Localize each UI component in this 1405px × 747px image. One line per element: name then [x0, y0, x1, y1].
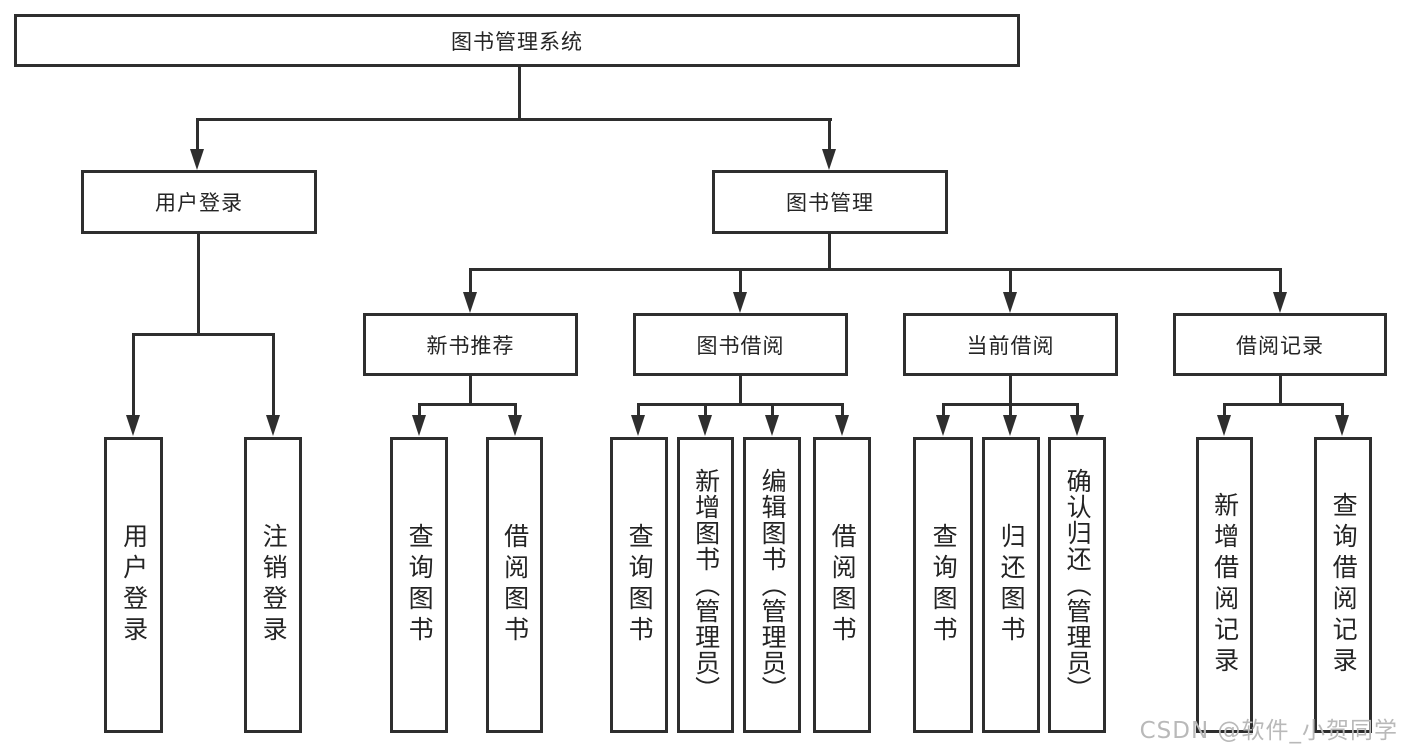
connector-arrow-shaft [771, 403, 774, 417]
arrowhead-down-icon [936, 415, 950, 436]
leaf-query-books-borrowing: 查询图书 [610, 437, 668, 733]
leaf-label: 确认归还（管理员） [1063, 468, 1093, 702]
leaf-add-book-admin: 新增图书（管理员） [677, 437, 734, 733]
arrowhead-down-icon [190, 149, 204, 170]
arrowhead-down-icon [1070, 415, 1084, 436]
connector-group-rail [1223, 403, 1344, 406]
leaf-label: 查询借阅记录 [1329, 492, 1359, 678]
connector-group-rail [637, 403, 844, 406]
connector-group-stem [1009, 376, 1012, 405]
connector-arrow-shaft [196, 118, 199, 152]
arrowhead-down-icon [1335, 415, 1349, 436]
connector-arrow-shaft [704, 403, 707, 417]
connector-arrow-shaft [418, 403, 421, 417]
leaf-label: 注销登录 [259, 523, 289, 647]
node-book-borrowing: 图书借阅 [633, 313, 848, 376]
leaf-label: 借阅图书 [500, 523, 530, 647]
arrowhead-down-icon [1003, 415, 1017, 436]
connector-group-stem [469, 376, 472, 405]
node-new-book-recommendation: 新书推荐 [363, 313, 578, 376]
leaf-borrow-books-recommend: 借阅图书 [486, 437, 543, 733]
connector-user-login-stem [197, 234, 200, 335]
connector-arrow-shaft [1279, 268, 1282, 294]
node-book-management: 图书管理 [712, 170, 948, 234]
arrowhead-down-icon [698, 415, 712, 436]
leaf-logout: 注销登录 [244, 437, 302, 733]
connector-arrow-shaft [132, 333, 135, 417]
connector-arrow-shaft [514, 403, 517, 417]
connector-arrow-shaft [637, 403, 640, 417]
node-root-library-system: 图书管理系统 [14, 14, 1020, 67]
arrowhead-down-icon [835, 415, 849, 436]
leaf-label: 借阅图书 [828, 523, 858, 647]
watermark-text: CSDN @软件_小贺同学 [1139, 718, 1398, 744]
leaf-label: 编辑图书（管理员） [758, 468, 788, 702]
connector-arrow-shaft [739, 268, 742, 294]
connector-arrow-shaft [828, 118, 831, 152]
arrowhead-down-icon [508, 415, 522, 436]
arrowhead-down-icon [765, 415, 779, 436]
leaf-edit-book-admin: 编辑图书（管理员） [743, 437, 801, 733]
leaf-label: 新增借阅记录 [1210, 492, 1240, 678]
arrowhead-down-icon [733, 292, 747, 313]
arrowhead-down-icon [412, 415, 426, 436]
connector-level2-rail [196, 118, 832, 121]
arrowhead-down-icon [1273, 292, 1287, 313]
connector-arrow-shaft [942, 403, 945, 417]
leaf-label: 查询图书 [405, 523, 435, 647]
leaf-confirm-return-admin: 确认归还（管理员） [1048, 437, 1106, 733]
connector-group-stem [1279, 376, 1282, 405]
connector-group-rail [418, 403, 517, 406]
arrowhead-down-icon [1217, 415, 1231, 436]
leaf-label: 用户登录 [119, 523, 149, 647]
arrowhead-down-icon [266, 415, 280, 436]
connector-arrow-shaft [1076, 403, 1079, 417]
connector-user-login-rail [132, 333, 275, 336]
connector-root-stem [518, 67, 521, 120]
leaf-label: 归还图书 [997, 523, 1027, 647]
connector-book-mgmt-stem [828, 234, 831, 270]
leaf-add-borrow-record: 新增借阅记录 [1196, 437, 1253, 733]
arrowhead-down-icon [631, 415, 645, 436]
leaf-label: 新增图书（管理员） [691, 468, 721, 702]
leaf-return-book: 归还图书 [982, 437, 1040, 733]
connector-arrow-shaft [1341, 403, 1344, 417]
connector-arrow-shaft [1223, 403, 1226, 417]
connector-arrow-shaft [1009, 403, 1012, 417]
arrowhead-down-icon [822, 149, 836, 170]
leaf-borrow-books-borrowing: 借阅图书 [813, 437, 871, 733]
connector-arrow-shaft [272, 333, 275, 417]
node-current-borrowing: 当前借阅 [903, 313, 1118, 376]
leaf-label: 查询图书 [929, 523, 959, 647]
leaf-label: 查询图书 [625, 523, 655, 647]
arrowhead-down-icon [1003, 292, 1017, 313]
leaf-query-borrow-record: 查询借阅记录 [1314, 437, 1372, 733]
connector-arrow-shaft [1009, 268, 1012, 294]
connector-arrow-shaft [469, 268, 472, 294]
connector-level3-rail [469, 268, 1282, 271]
connector-group-stem [739, 376, 742, 405]
node-user-login: 用户登录 [81, 170, 317, 234]
leaf-query-books-recommend: 查询图书 [390, 437, 448, 733]
leaf-user-login: 用户登录 [104, 437, 163, 733]
connector-arrow-shaft [841, 403, 844, 417]
arrowhead-down-icon [126, 415, 140, 436]
arrowhead-down-icon [463, 292, 477, 313]
leaf-query-books-current: 查询图书 [913, 437, 973, 733]
node-borrowing-records: 借阅记录 [1173, 313, 1387, 376]
